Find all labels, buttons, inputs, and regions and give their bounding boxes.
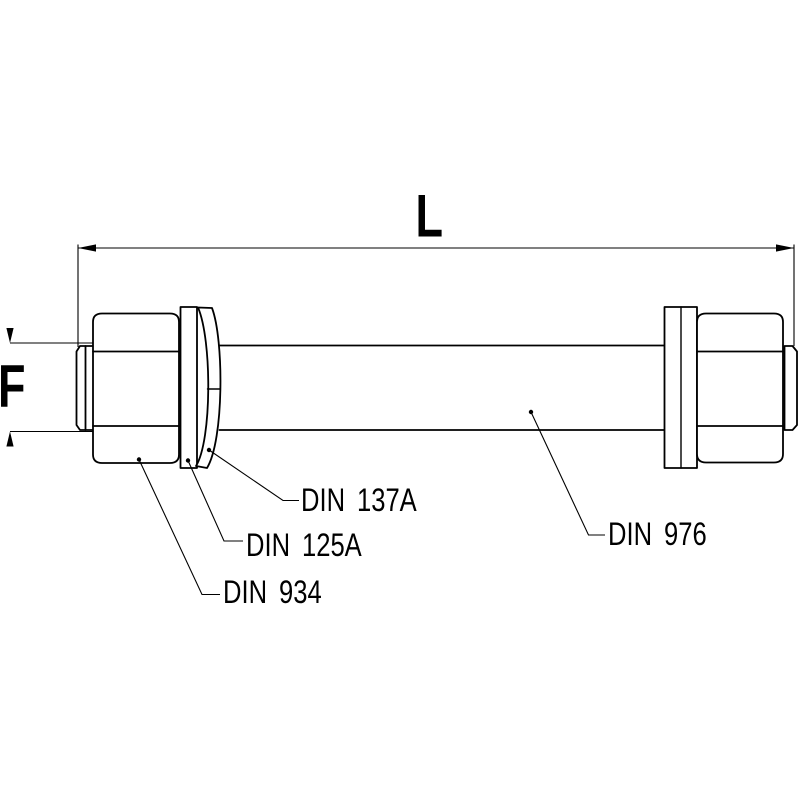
length-dimension: L bbox=[77, 183, 795, 347]
arrowhead-left-icon bbox=[78, 244, 96, 252]
spring-washer-left bbox=[195, 306, 222, 469]
callout-label-din-137a: DIN 137A bbox=[301, 483, 417, 518]
hex-nut-right bbox=[696, 312, 784, 464]
callouts: DIN 137A DIN 125A DIN 934 DIN 976 bbox=[136, 409, 707, 611]
callout-label-din-125a: DIN 125A bbox=[246, 528, 362, 563]
threaded-rod bbox=[84, 344, 666, 431]
stud-assembly bbox=[75, 306, 798, 469]
diameter-dimension: F bbox=[0, 328, 93, 447]
callout-threaded-rod: DIN 976 bbox=[528, 409, 707, 553]
callout-hex-nut: DIN 934 bbox=[136, 457, 322, 611]
callout-label-din-934: DIN 934 bbox=[223, 575, 322, 610]
arrowhead-bottom-icon bbox=[6, 431, 14, 447]
leader-line-spring-washer bbox=[208, 449, 299, 502]
leader-line-hex-nut bbox=[138, 459, 220, 596]
leader-line-flat-washer bbox=[187, 460, 243, 542]
flat-washer-left bbox=[179, 306, 198, 469]
callout-label-din-976: DIN 976 bbox=[608, 517, 707, 552]
callout-flat-washer: DIN 125A bbox=[185, 458, 362, 564]
hex-nut-right-outline bbox=[696, 312, 784, 464]
rod-end-left bbox=[75, 345, 87, 431]
leader-line-threaded-rod bbox=[530, 411, 605, 536]
length-dimension-label: L bbox=[416, 183, 443, 250]
hex-nut-left-outline bbox=[92, 312, 180, 464]
callout-spring-washer: DIN 137A bbox=[206, 447, 417, 519]
hex-nut-left bbox=[92, 312, 180, 464]
diameter-dimension-label: F bbox=[0, 354, 25, 421]
arrowhead-top-icon bbox=[6, 328, 14, 343]
arrowhead-right-icon bbox=[776, 244, 794, 252]
flat-washer-right bbox=[663, 306, 698, 469]
spring-washer-outline bbox=[195, 306, 222, 469]
rod-end-right bbox=[783, 345, 798, 431]
